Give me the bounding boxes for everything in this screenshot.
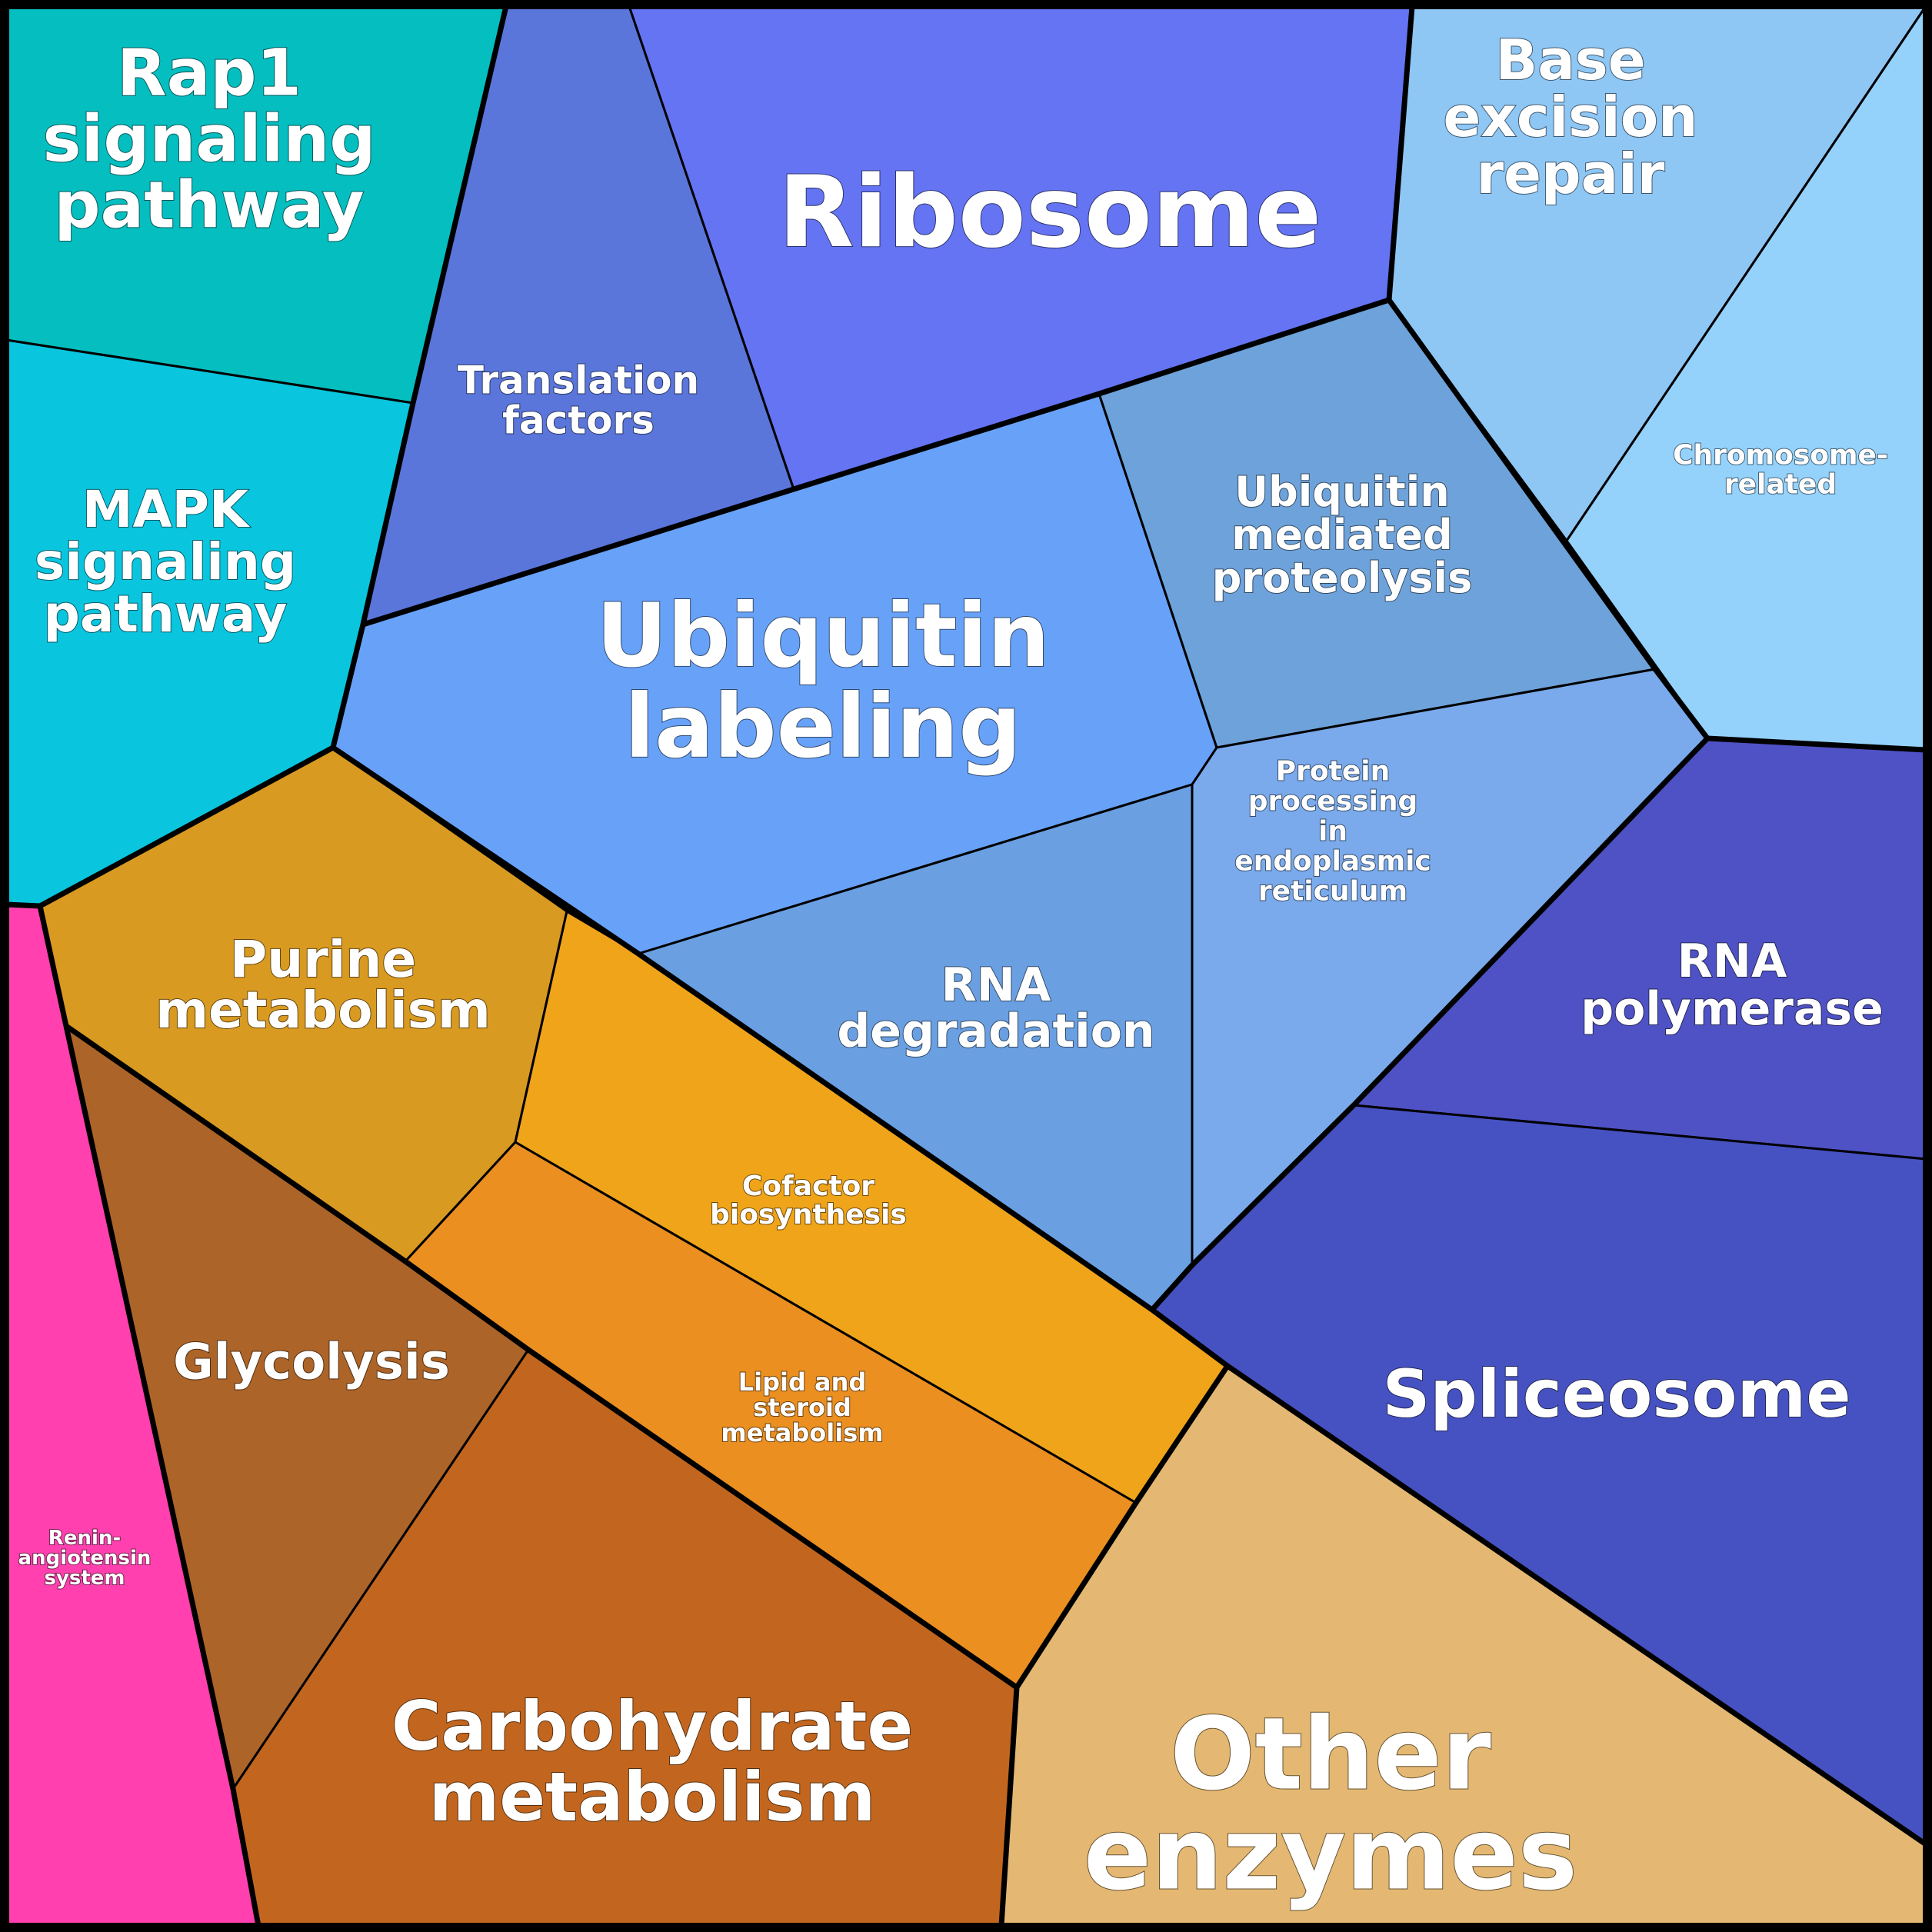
label-line: Cofactor: [742, 1171, 874, 1202]
label-spliceosome: Spliceosome: [1382, 1356, 1850, 1433]
label-line: Carbohydrate: [391, 1687, 913, 1766]
label-line: excision: [1444, 85, 1698, 149]
group-border: [5, 5, 509, 909]
label-line: Translation: [458, 358, 699, 403]
label-line: polymerase: [1581, 982, 1884, 1036]
label-line: labeling: [625, 675, 1021, 778]
group-border: [361, 297, 1391, 628]
group-border: [1386, 5, 1415, 301]
label-line: degradation: [837, 1004, 1154, 1058]
label-line: Renin-: [48, 1527, 121, 1550]
label-line: related: [1724, 469, 1837, 501]
group-border: [65, 1024, 1018, 1690]
label-line: mediated: [1231, 511, 1453, 559]
label-line: Ubiquitin: [1234, 468, 1449, 516]
label-line: metabolism: [155, 981, 491, 1040]
label-line: in: [1318, 816, 1347, 848]
label-line: endoplasmic: [1234, 846, 1431, 878]
label-line: Ribosome: [778, 155, 1321, 270]
label-line: Glycolysis: [173, 1334, 450, 1391]
label-line: factors: [502, 398, 655, 443]
cells-layer: [5, 5, 1927, 1927]
label-line: RNA: [941, 958, 1051, 1012]
label-glycolysis: Glycolysis: [173, 1334, 450, 1391]
group-border: [998, 1364, 1230, 1927]
label-line: Purine: [230, 930, 416, 989]
label-ribosome: Ribosome: [778, 155, 1321, 270]
label-line: reticulum: [1258, 876, 1407, 908]
label-line: pathway: [54, 167, 364, 242]
label-line: Other: [1170, 1696, 1491, 1813]
label-line: angiotensin: [18, 1547, 152, 1570]
label-line: repair: [1477, 142, 1665, 206]
label-line: Ubiquitin: [596, 585, 1050, 687]
label-line: RNA: [1677, 934, 1787, 988]
label-line: steroid: [753, 1393, 851, 1422]
group-border: [37, 905, 261, 1927]
label-line: processing: [1248, 786, 1418, 818]
label-line: Spliceosome: [1382, 1356, 1850, 1433]
label-chromosome-related: Chromosome-related: [1673, 440, 1888, 501]
label-line: signaling: [35, 532, 296, 591]
label-line: biosynthesis: [710, 1199, 907, 1231]
label-line: Chromosome-: [1673, 440, 1888, 471]
label-line: Base: [1495, 28, 1645, 92]
label-line: Lipid and: [738, 1367, 867, 1397]
label-line: metabolism: [429, 1757, 876, 1837]
label-line: enzymes: [1084, 1796, 1577, 1913]
label-line: signaling: [43, 101, 376, 176]
label-line: Rap1: [117, 35, 301, 110]
group-border: [1387, 298, 1710, 741]
label-line: MAPK: [82, 480, 251, 539]
group-borders: [5, 5, 1927, 1927]
label-line: Protein: [1276, 756, 1390, 788]
label-line: proteolysis: [1212, 554, 1472, 602]
group-border: [1150, 735, 1927, 1312]
label-line: pathway: [44, 585, 288, 644]
label-line: metabolism: [721, 1418, 883, 1447]
label-line: system: [44, 1567, 125, 1590]
